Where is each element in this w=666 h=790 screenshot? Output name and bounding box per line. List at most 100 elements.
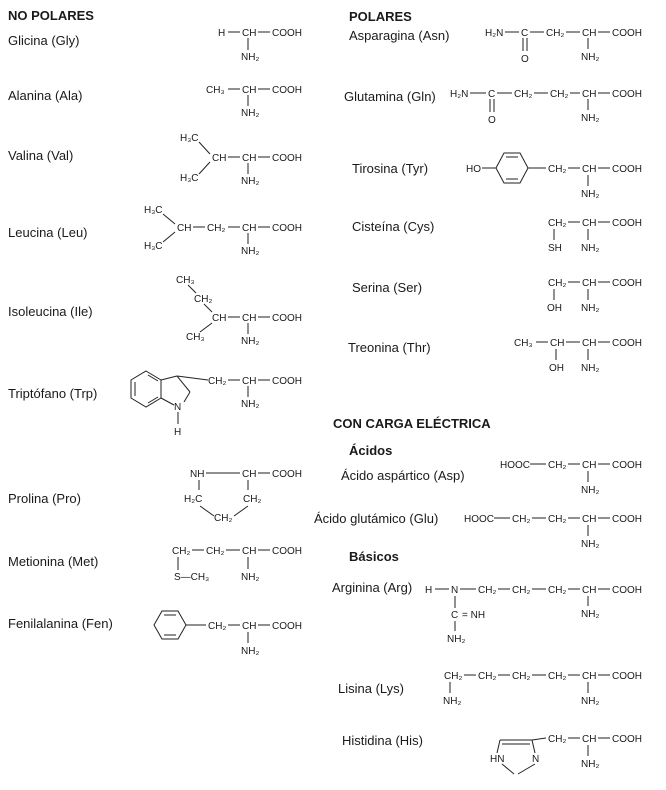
svg-text:CH: CH (212, 313, 226, 324)
svg-text:NH₂: NH₂ (581, 696, 599, 707)
svg-text:CH: CH (582, 89, 596, 100)
svg-text:H₃C: H₃C (180, 133, 199, 144)
svg-text:= NH: = NH (462, 610, 485, 621)
svg-text:CH₂: CH₂ (206, 546, 224, 557)
svg-text:CH: CH (242, 85, 256, 96)
svg-text:COOH: COOH (272, 621, 302, 632)
svg-text:NH₂: NH₂ (581, 189, 599, 200)
svg-text:CH₂: CH₂ (514, 89, 532, 100)
svg-text:CH: CH (242, 376, 256, 387)
svg-text:CH: CH (582, 734, 596, 745)
structure-thr: CH₃ CH CH COOH OH NH₂ (514, 338, 642, 374)
svg-text:CH₃: CH₃ (176, 275, 195, 286)
svg-text:CH: CH (212, 153, 226, 164)
svg-text:CH: CH (242, 153, 256, 164)
svg-text:CH₂: CH₂ (548, 671, 566, 682)
svg-text:OH: OH (549, 363, 564, 374)
svg-text:NH₂: NH₂ (581, 363, 599, 374)
svg-text:NH₂: NH₂ (581, 609, 599, 620)
svg-text:CH₂: CH₂ (546, 28, 564, 39)
svg-text:CH₂: CH₂ (512, 671, 530, 682)
svg-text:COOH: COOH (612, 585, 642, 596)
svg-text:C: C (451, 610, 458, 621)
svg-text:CH: CH (582, 218, 596, 229)
svg-text:NH₂: NH₂ (581, 539, 599, 550)
svg-text:COOH: COOH (612, 734, 642, 745)
svg-text:H: H (174, 427, 181, 438)
svg-text:H₃C: H₃C (144, 241, 163, 252)
name-glu: Ácido glutámico (Glu) (314, 511, 438, 526)
svg-text:NH₂: NH₂ (581, 52, 599, 63)
header-nonpolar: NO POLARES (8, 8, 94, 23)
svg-text:HOOC: HOOC (500, 460, 530, 471)
svg-text:CH₂: CH₂ (478, 671, 496, 682)
svg-text:HO: HO (466, 164, 481, 175)
svg-text:NH₂: NH₂ (581, 303, 599, 314)
svg-text:COOH: COOH (612, 218, 642, 229)
name-gln: Glutamina (Gln) (344, 89, 436, 104)
name-ala: Alanina (Ala) (8, 88, 82, 103)
structure-asp: HOOC CH₂ CH COOH NH₂ (500, 460, 642, 496)
svg-text:CH₂: CH₂ (243, 494, 261, 505)
structure-asn: H₂N C CH₂ CH COOH O NH₂ (485, 28, 642, 65)
name-cys: Cisteína (Cys) (352, 219, 434, 234)
svg-text:NH₂: NH₂ (447, 634, 465, 645)
svg-text:COOH: COOH (272, 376, 302, 387)
svg-text:O: O (488, 115, 496, 126)
svg-text:CH₂: CH₂ (444, 671, 462, 682)
svg-text:CH: CH (242, 28, 256, 39)
name-tyr: Tirosina (Tyr) (352, 161, 428, 176)
structure-ile: CH₃ CH₂ CH CH₃ CH COOH NH₂ (176, 275, 302, 347)
svg-text:C: C (521, 28, 528, 39)
svg-text:CH₂: CH₂ (548, 218, 566, 229)
svg-text:COOH: COOH (272, 153, 302, 164)
header-polar: POLARES (349, 9, 412, 24)
svg-text:CH₂: CH₂ (548, 585, 566, 596)
name-arg: Arginina (Arg) (332, 580, 412, 595)
svg-text:CH₂: CH₂ (478, 585, 496, 596)
svg-text:CH₂: CH₂ (208, 621, 226, 632)
svg-text:COOH: COOH (612, 338, 642, 349)
svg-text:N: N (532, 754, 539, 765)
svg-text:N: N (174, 402, 181, 413)
svg-text:CH₂: CH₂ (548, 734, 566, 745)
svg-text:CH₃: CH₃ (186, 332, 205, 343)
svg-text:CH: CH (550, 338, 564, 349)
svg-text:CH: CH (582, 585, 596, 596)
svg-text:COOH: COOH (612, 89, 642, 100)
svg-text:CH₂: CH₂ (548, 164, 566, 175)
structure-glu: HOOC CH₂ CH₂ CH COOH NH₂ (464, 514, 642, 550)
svg-text:HOOC: HOOC (464, 514, 494, 525)
svg-text:CH₂: CH₂ (548, 514, 566, 525)
svg-text:NH₂: NH₂ (581, 113, 599, 124)
svg-text:NH₂: NH₂ (443, 696, 461, 707)
svg-text:H₂N: H₂N (450, 89, 468, 100)
svg-text:O: O (521, 54, 529, 65)
svg-text:CH: CH (582, 164, 596, 175)
name-his: Histidina (His) (342, 733, 423, 748)
name-asp: Ácido aspártico (Asp) (341, 468, 465, 483)
name-ile: Isoleucina (Ile) (8, 304, 93, 319)
svg-text:CH₂: CH₂ (548, 460, 566, 471)
structure-lys: CH₂ CH₂ CH₂ CH₂ CH COOH NH₂ NH₂ (443, 671, 642, 707)
svg-text:H₂N: H₂N (485, 28, 503, 39)
svg-text:CH₂: CH₂ (214, 513, 232, 524)
svg-text:NH₂: NH₂ (241, 52, 259, 63)
svg-text:NH₂: NH₂ (581, 759, 599, 770)
structure-his: HN N CH₂ CH COOH NH₂ (490, 734, 642, 775)
svg-text:H₃C: H₃C (180, 173, 199, 184)
svg-text:CH: CH (177, 223, 191, 234)
svg-text:COOH: COOH (612, 278, 642, 289)
svg-text:COOH: COOH (272, 469, 302, 480)
structure-trp: N H CH₂ CH COOH NH₂ (130, 370, 302, 438)
svg-text:CH₂: CH₂ (208, 376, 226, 387)
svg-text:NH₂: NH₂ (581, 243, 599, 254)
svg-text:COOH: COOH (272, 546, 302, 557)
svg-text:N: N (451, 585, 458, 596)
svg-text:CH: CH (582, 514, 596, 525)
svg-text:COOH: COOH (612, 164, 642, 175)
structure-val: H₃C H₃C CH CH COOH NH₂ (180, 133, 302, 187)
svg-text:CH: CH (582, 28, 596, 39)
svg-text:H₂C: H₂C (184, 494, 202, 505)
header-basic: Básicos (349, 549, 399, 564)
